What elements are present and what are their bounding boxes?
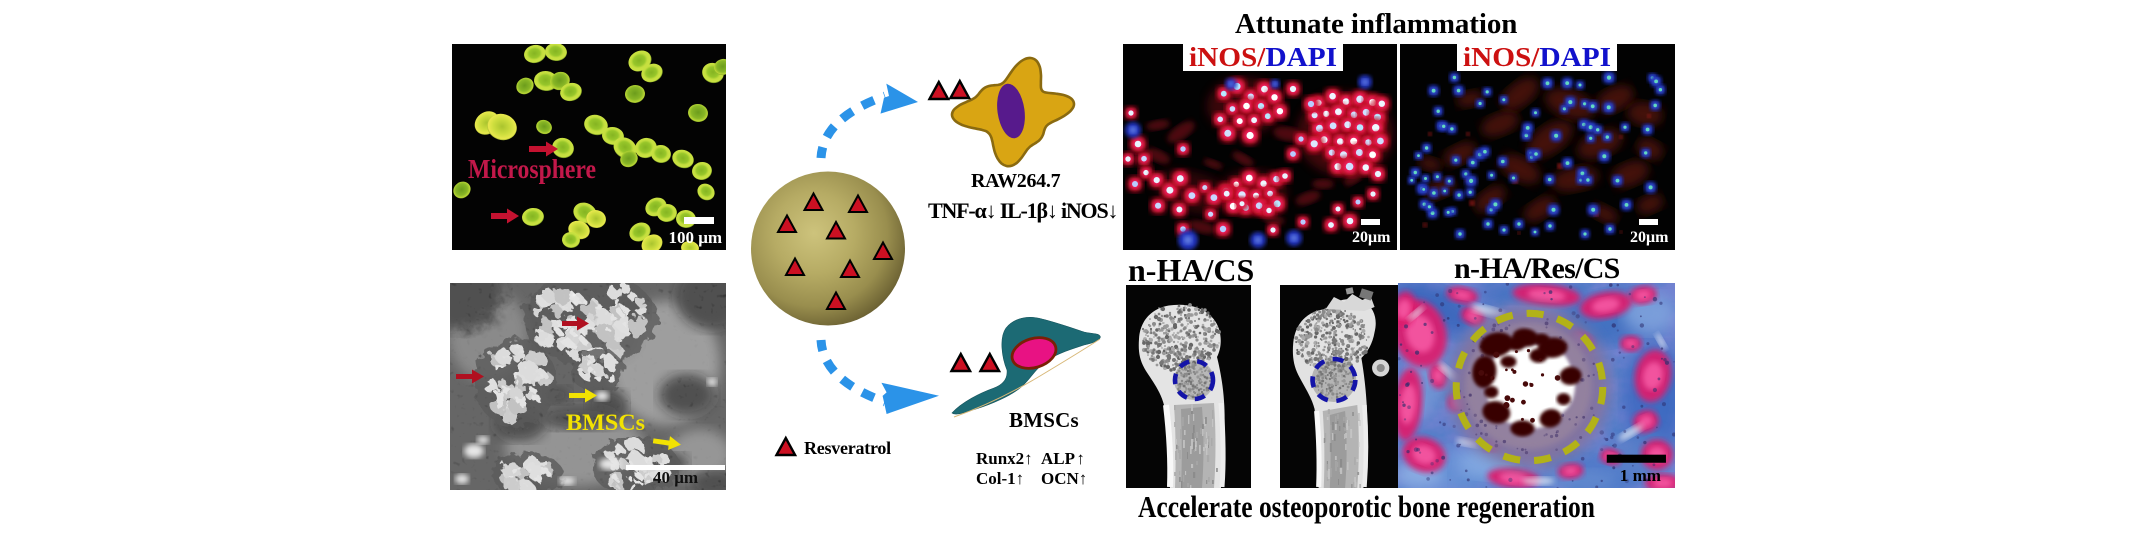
svg-text:20μm: 20μm — [1352, 229, 1391, 246]
svg-text:1 mm: 1 mm — [1620, 466, 1661, 485]
svg-text:Microsphere: Microsphere — [468, 154, 596, 184]
svg-text:BMSCs: BMSCs — [566, 410, 645, 435]
svg-text:iNOS/DAPI: iNOS/DAPI — [1463, 44, 1611, 72]
svg-text:iNOS/DAPI: iNOS/DAPI — [1189, 44, 1337, 72]
svg-text:40 μm: 40 μm — [653, 468, 698, 487]
svg-text:100 μm: 100 μm — [668, 228, 722, 247]
svg-text:20μm: 20μm — [1630, 229, 1669, 246]
